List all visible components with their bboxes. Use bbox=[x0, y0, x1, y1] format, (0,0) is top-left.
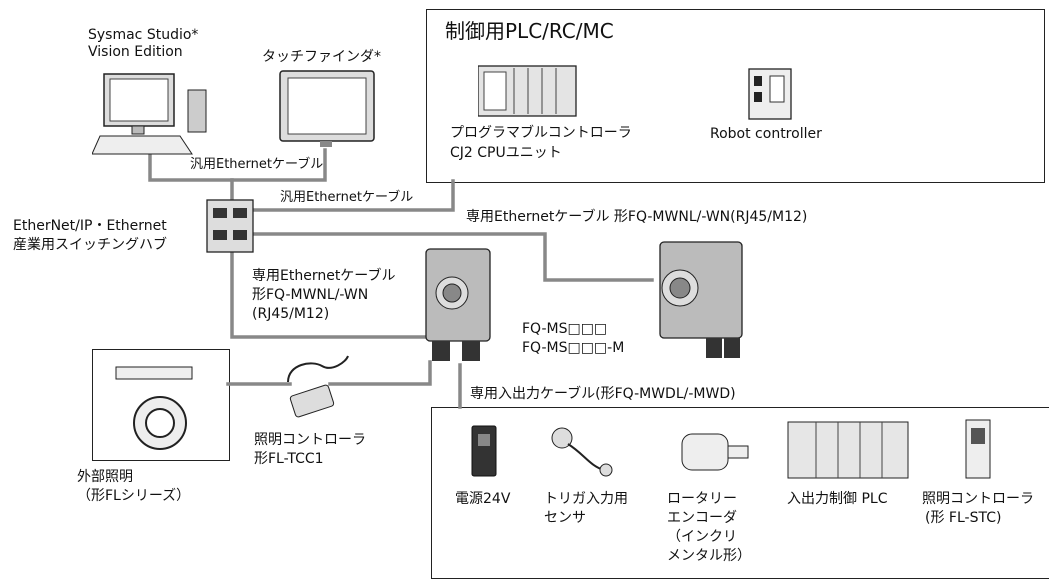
io-cable-label: 専用入出力ケーブル(形FQ-MWDL/-MWD) bbox=[470, 386, 736, 402]
lighting-controller-label-1: 照明コントローラ bbox=[254, 432, 366, 448]
encoder-label-3: （インクリ bbox=[667, 529, 737, 545]
lighting-controller-label-2: 形FL-TCC1 bbox=[254, 451, 324, 467]
lighting-controller-stc-label-2: (形 FL-STC) bbox=[925, 510, 1002, 526]
dedicated-cable-label-l2: 形FQ-MWNL/-WN bbox=[252, 287, 369, 303]
dedicated-cable-label-l1: 専用Ethernetケーブル bbox=[252, 268, 396, 284]
pc-icon bbox=[91, 70, 212, 164]
hub-icon bbox=[205, 198, 257, 260]
cable-touchfinder-to-line bbox=[230, 148, 327, 182]
robot-controller-icon bbox=[748, 68, 794, 126]
power-supply-icon bbox=[470, 424, 500, 484]
generic-cable-label-2: 汎用Ethernetケーブル bbox=[280, 190, 414, 205]
external-light-label-2: （形FLシリーズ） bbox=[77, 488, 191, 504]
external-light-label-1: 外部照明 bbox=[77, 469, 133, 485]
encoder-label-2: エンコーダ bbox=[667, 510, 737, 526]
encoder-label-1: ロータリー bbox=[667, 491, 737, 507]
trigger-sensor-label-2: センサ bbox=[544, 510, 586, 526]
io-plc-label: 入出力制御 PLC bbox=[787, 491, 888, 507]
plc-label-1: プログラマブルコントローラ bbox=[450, 125, 632, 141]
dedicated-cable-label: 専用Ethernetケーブル 形FQ-MWNL/-WN(RJ45/M12) bbox=[466, 209, 808, 225]
dedicated-cable-label-l3: (RJ45/M12) bbox=[252, 306, 330, 322]
cable-lightctrl-to-sensor bbox=[328, 360, 432, 386]
sensor-model-label-1: FQ-MS□□□ bbox=[522, 321, 608, 337]
touchfinder-icon bbox=[278, 69, 378, 153]
rotary-encoder-icon bbox=[676, 428, 756, 480]
power-supply-label: 電源24V bbox=[455, 491, 511, 507]
controllers-title: 制御用PLC/RC/MC bbox=[445, 19, 614, 43]
cable-hub-to-sensor1 bbox=[230, 250, 432, 339]
lighting-controller-stc-label-1: 照明コントローラ bbox=[922, 491, 1034, 507]
vision-sensor-icon-2 bbox=[650, 238, 750, 367]
io-plc-icon bbox=[786, 418, 916, 486]
plc-label-2: CJ2 CPUユニット bbox=[450, 145, 562, 161]
sensor-model-label-2: FQ-MS□□□-M bbox=[522, 340, 625, 356]
hub-label-1: EtherNet/IP・Ethernet bbox=[13, 218, 167, 234]
external-light-icon bbox=[110, 365, 210, 459]
encoder-label-4: メンタル形） bbox=[667, 548, 751, 564]
lighting-controller-stc-icon bbox=[960, 418, 996, 486]
robot-controller-label: Robot controller bbox=[710, 126, 822, 142]
sysmac-label-2: Vision Edition bbox=[88, 44, 183, 60]
lighting-controller-icon bbox=[282, 352, 354, 426]
hub-label-2: 産業用スイッチングハブ bbox=[13, 237, 167, 253]
trigger-sensor-label-1: トリガ入力用 bbox=[544, 491, 628, 507]
connection-lines bbox=[148, 148, 654, 409]
cable-pc-to-hub bbox=[148, 153, 234, 200]
io-device-box bbox=[431, 407, 1049, 579]
plc-icon bbox=[477, 60, 582, 126]
touchfinder-label: タッチファインダ* bbox=[262, 49, 381, 65]
trigger-sensor-icon bbox=[548, 424, 618, 484]
cable-hub-to-sensor2 bbox=[250, 232, 654, 282]
vision-sensor-icon-1 bbox=[418, 245, 498, 371]
sysmac-label-1: Sysmac Studio* bbox=[88, 27, 199, 43]
generic-cable-label-1: 汎用Ethernetケーブル bbox=[190, 157, 324, 172]
cable-plc-to-hub bbox=[248, 179, 455, 212]
